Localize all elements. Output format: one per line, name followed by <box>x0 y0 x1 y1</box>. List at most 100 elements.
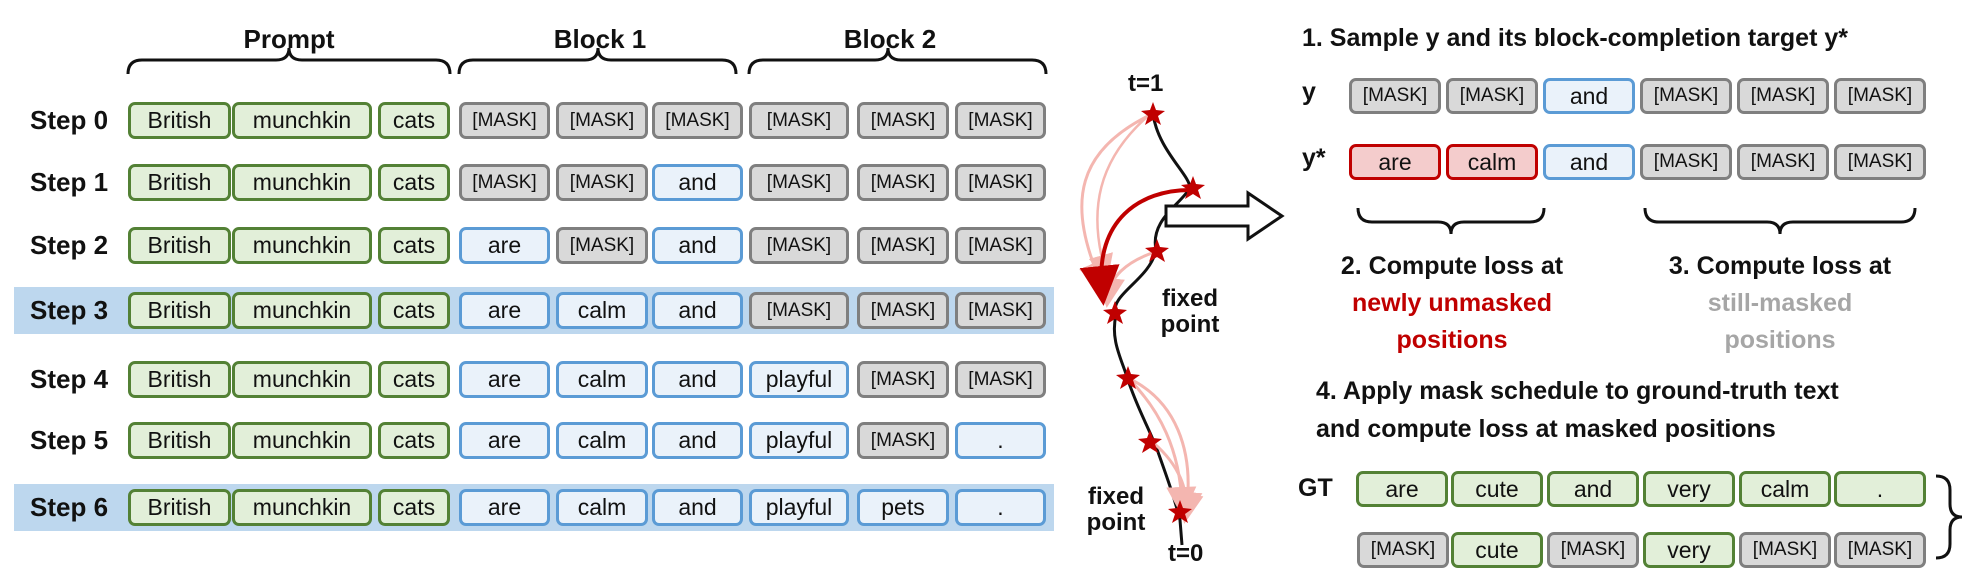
token: playful <box>749 361 849 398</box>
token: munchkin <box>232 292 372 329</box>
token: calm <box>1739 471 1831 507</box>
token: munchkin <box>232 422 372 459</box>
pink-arrow-6 <box>1149 438 1203 522</box>
token: calm <box>556 422 648 459</box>
y-label: y <box>1302 78 1316 106</box>
step4-line1: 4. Apply mask schedule to ground-truth t… <box>1316 377 1839 405</box>
token: [MASK] <box>749 292 849 329</box>
big-right-arrow <box>1164 190 1285 242</box>
star-2 <box>1181 176 1205 199</box>
token: [MASK] <box>652 102 743 139</box>
fixed-point-mid-line2: point <box>1160 311 1220 338</box>
step-label: Step 5 <box>30 425 109 455</box>
step1-title: 1. Sample y and its block-completion tar… <box>1302 24 1848 52</box>
step-label: Step 1 <box>30 167 109 197</box>
token: British <box>128 227 231 264</box>
token: playful <box>749 489 849 526</box>
gt-label: GT <box>1298 474 1333 502</box>
ystar-label: y* <box>1302 144 1326 172</box>
header-block2: Block 2 <box>843 24 937 54</box>
token: calm <box>556 361 648 398</box>
token: [MASK] <box>749 164 849 201</box>
token: and <box>652 227 743 264</box>
token: [MASK] <box>857 102 949 139</box>
token: munchkin <box>232 227 372 264</box>
token: cute <box>1451 471 1543 507</box>
token: British <box>128 164 231 201</box>
token: are <box>459 292 550 329</box>
pink-arrow-5 <box>1126 376 1197 517</box>
step4-text: 4. Apply mask schedule to ground-truth t… <box>1316 372 1839 448</box>
token: munchkin <box>232 489 372 526</box>
token: British <box>128 489 231 526</box>
star-6 <box>1138 430 1162 453</box>
token: [MASK] <box>955 361 1046 398</box>
star-7 <box>1168 500 1192 523</box>
token: cats <box>378 361 450 398</box>
token: and <box>652 361 743 398</box>
token: [MASK] <box>1640 144 1732 180</box>
brace-block1 <box>457 47 738 75</box>
step3-line3: positions <box>1724 326 1836 354</box>
token: [MASK] <box>556 227 648 264</box>
brace-block2 <box>747 47 1048 75</box>
token: munchkin <box>232 102 372 139</box>
token: [MASK] <box>1834 144 1926 180</box>
token: are <box>459 361 550 398</box>
token: pets <box>857 489 949 526</box>
token: [MASK] <box>955 164 1046 201</box>
token: [MASK] <box>459 164 550 201</box>
header-block1: Block 1 <box>553 24 647 54</box>
token: British <box>128 422 231 459</box>
token: munchkin <box>232 164 372 201</box>
token: [MASK] <box>459 102 550 139</box>
fixed-point-bottom-line2: point <box>1086 509 1146 536</box>
fixed-point-mid-line1: fixed <box>1161 285 1218 312</box>
token: [MASK] <box>955 292 1046 329</box>
token: [MASK] <box>857 164 949 201</box>
token: British <box>128 102 231 139</box>
token: cats <box>378 227 450 264</box>
brace-newly-unmasked <box>1356 207 1546 235</box>
token: and <box>1543 144 1635 180</box>
step-label: Step 6 <box>30 492 109 522</box>
token: and <box>1543 78 1635 114</box>
token: and <box>652 164 743 201</box>
token: cute <box>1451 532 1543 568</box>
star-3 <box>1145 239 1169 262</box>
token: playful <box>749 422 849 459</box>
token: [MASK] <box>1737 78 1829 114</box>
token: British <box>128 361 231 398</box>
token: and <box>652 292 743 329</box>
token: cats <box>378 422 450 459</box>
label-fixed-point-bottom: fixed point <box>1076 484 1156 536</box>
token: munchkin <box>232 361 372 398</box>
token: . <box>1834 471 1926 507</box>
pink-arrow-1 <box>1079 114 1149 291</box>
red-arrow <box>1079 188 1191 306</box>
step2-line2: newly unmasked <box>1351 289 1553 317</box>
star-4 <box>1103 301 1127 324</box>
token: [MASK] <box>857 422 949 459</box>
token: calm <box>556 489 648 526</box>
step3-line2: still-masked <box>1707 289 1853 317</box>
step3-line1: 3. Compute loss at <box>1668 252 1892 280</box>
token: British <box>128 292 231 329</box>
step-label: Step 2 <box>30 230 109 260</box>
fixed-point-bottom-line1: fixed <box>1087 483 1144 510</box>
token: [MASK] <box>955 102 1046 139</box>
token: calm <box>556 292 648 329</box>
token: are <box>459 422 550 459</box>
token: [MASK] <box>857 227 949 264</box>
token: calm <box>1446 144 1538 180</box>
label-t0: t=0 <box>1168 540 1204 567</box>
token: [MASK] <box>1834 78 1926 114</box>
star-5 <box>1116 366 1140 389</box>
step2-line3: positions <box>1396 326 1508 354</box>
token: cats <box>378 292 450 329</box>
token: very <box>1643 532 1735 568</box>
token: cats <box>378 164 450 201</box>
